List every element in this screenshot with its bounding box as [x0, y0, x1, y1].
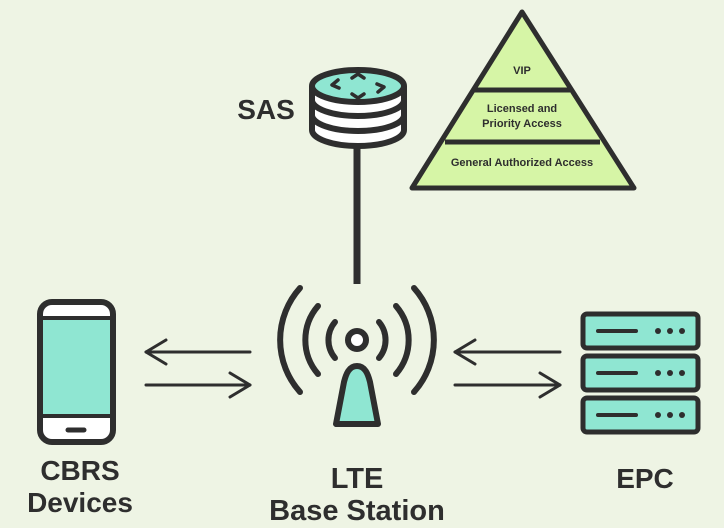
- database-icon: [309, 67, 407, 149]
- tower-epc-arrows: [453, 338, 562, 399]
- antenna-tower-icon: [277, 285, 437, 427]
- phone-tower-arrows: [144, 338, 252, 399]
- access-tier-pyramid: [409, 9, 637, 191]
- pyramid-tier-licensed-line1: Licensed and: [486, 103, 558, 115]
- pyramid-tier-licensed-line2: Priority Access: [482, 118, 562, 130]
- epc-label: EPC: [616, 463, 674, 494]
- sas-label: SAS: [237, 94, 295, 125]
- pyramid-tier-vip: VIP: [513, 65, 531, 77]
- lte-label-line1: LTE: [330, 463, 384, 495]
- cbrs-label-line2: Devices: [27, 487, 133, 518]
- cbrs-label-line1: CBRS: [40, 455, 120, 486]
- server-rack-icon: [580, 311, 701, 435]
- pyramid-tier-general: General Authorized Access: [450, 157, 594, 169]
- lte-label-line2: Base Station: [269, 495, 445, 527]
- smartphone-icon: [37, 299, 116, 445]
